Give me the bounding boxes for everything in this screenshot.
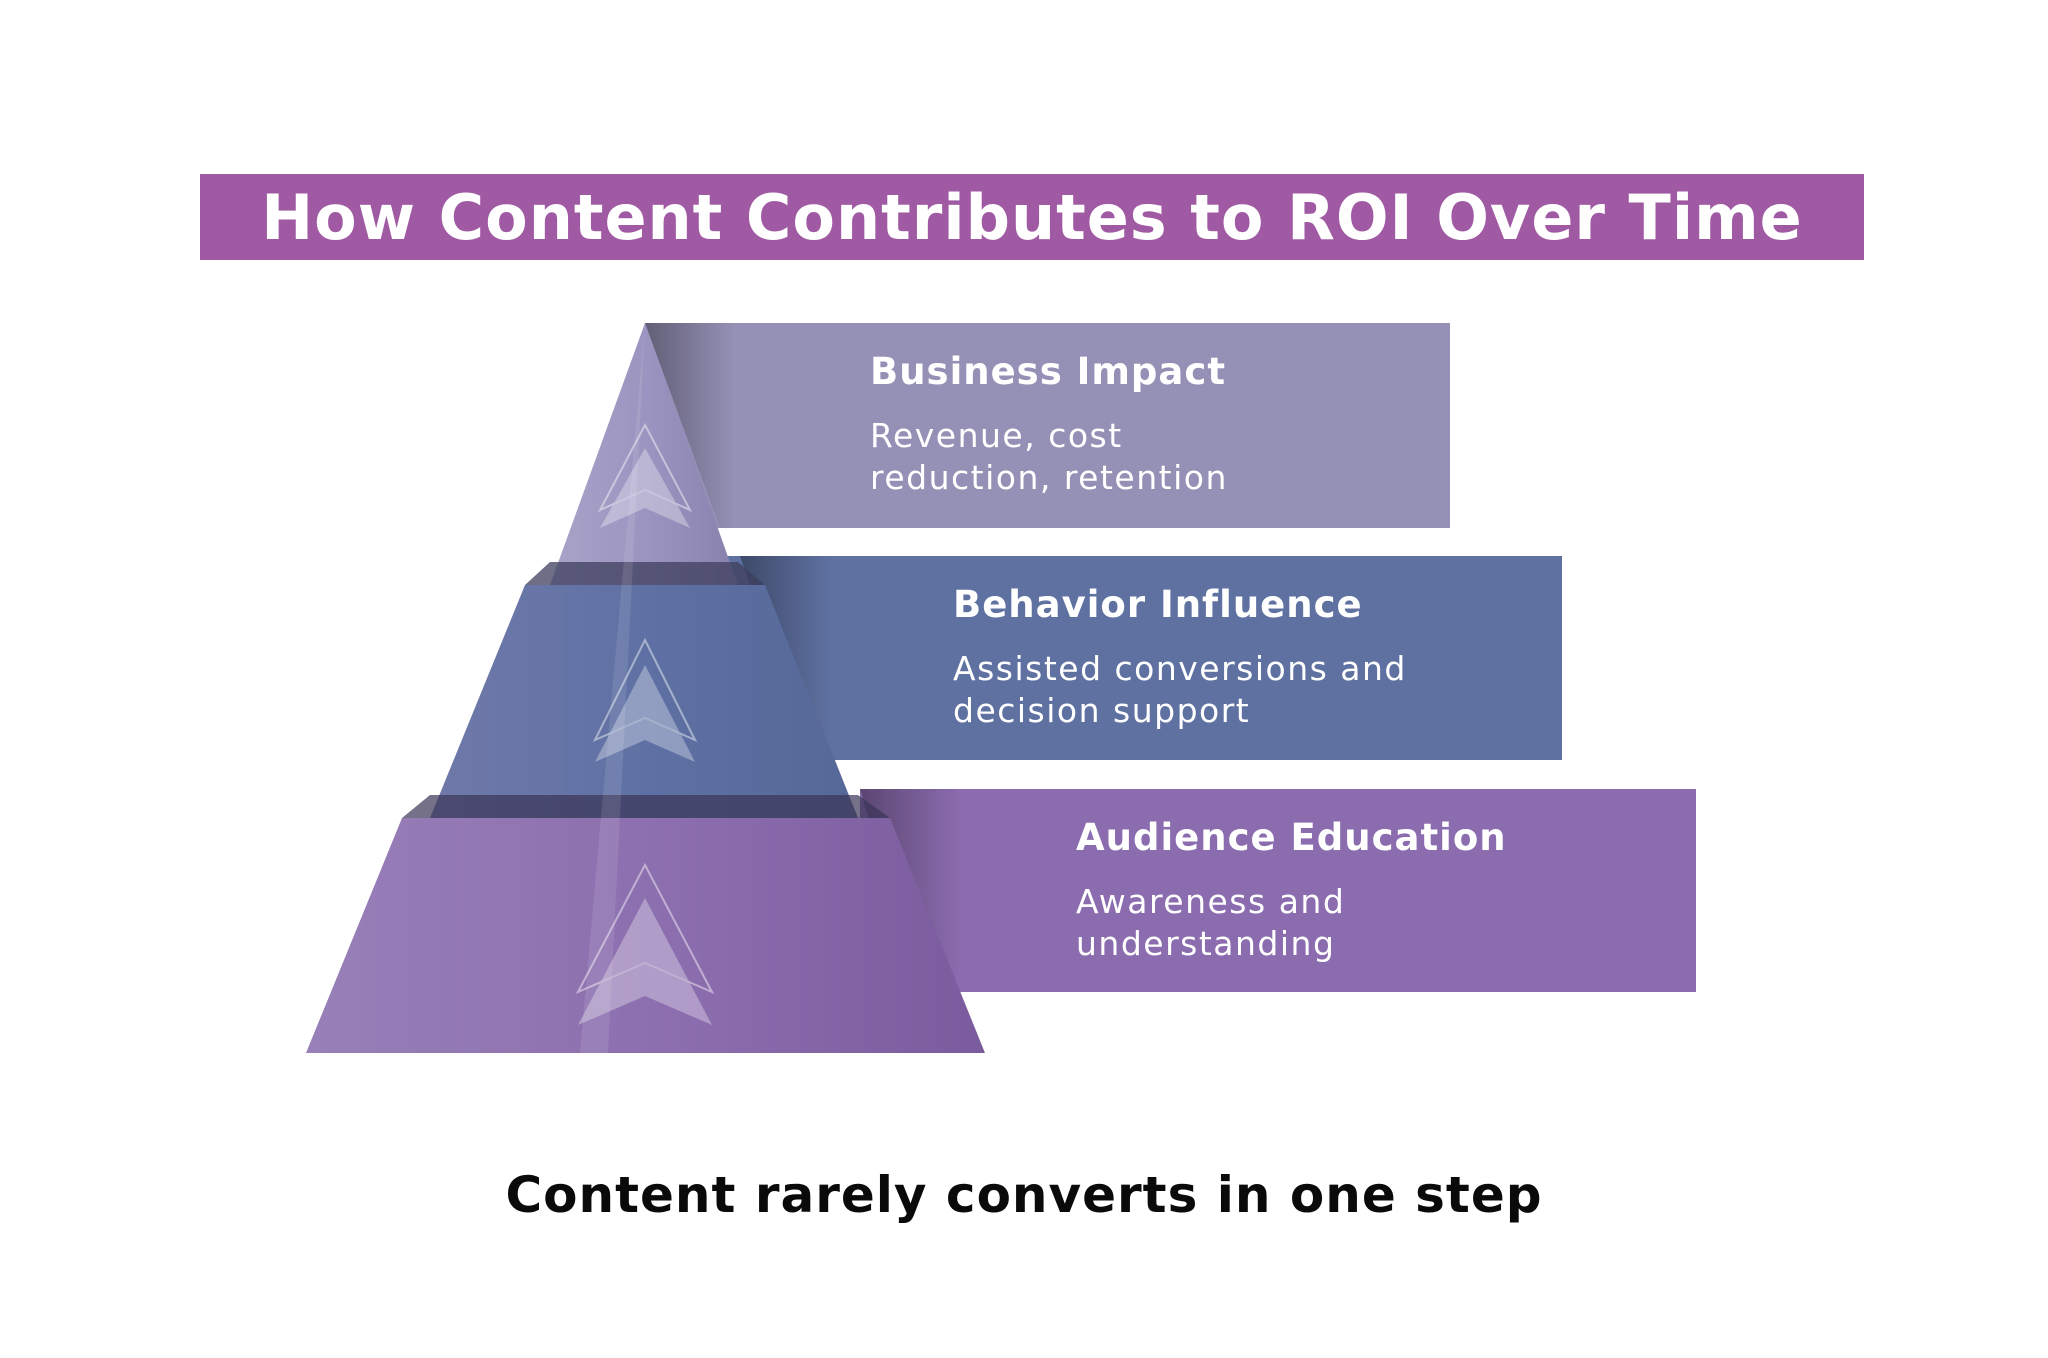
shadow-top (645, 323, 735, 528)
level-description: Revenue, cost reduction, retention (870, 416, 1228, 497)
footer-caption: Content rarely converts in one step (505, 1166, 1543, 1224)
step-shadow-1 (525, 562, 765, 585)
pyramid-middle-tier (430, 585, 858, 818)
level-behavior-influence: Behavior Influence Assisted conversions … (953, 583, 1483, 732)
step-shadow-2 (402, 795, 890, 818)
up-arrow-icon (592, 637, 698, 762)
band-behavior-influence (720, 556, 1562, 760)
level-title: Business Impact (870, 350, 1227, 393)
level-description: Awareness and understanding (1076, 882, 1346, 963)
up-arrow-icon (575, 862, 715, 1025)
title-banner: How Content Contributes to ROI Over Time (200, 174, 1864, 260)
band-audience-education (860, 789, 1696, 992)
page-title: How Content Contributes to ROI Over Time (261, 180, 1803, 254)
pyramid-top-tier (550, 323, 738, 585)
level-business-impact: Business Impact Revenue, cost reduction,… (870, 350, 1310, 499)
level-description: Assisted conversions and decision suppor… (953, 649, 1407, 730)
level-title: Audience Education (1076, 816, 1507, 859)
band-business-impact (645, 323, 1450, 528)
highlight-strip (580, 323, 645, 1053)
level-audience-education: Audience Education Awareness and underst… (1076, 816, 1507, 965)
pyramid-bottom-tier (306, 818, 985, 1053)
level-title: Behavior Influence (953, 583, 1363, 626)
up-arrow-icon (597, 422, 693, 528)
